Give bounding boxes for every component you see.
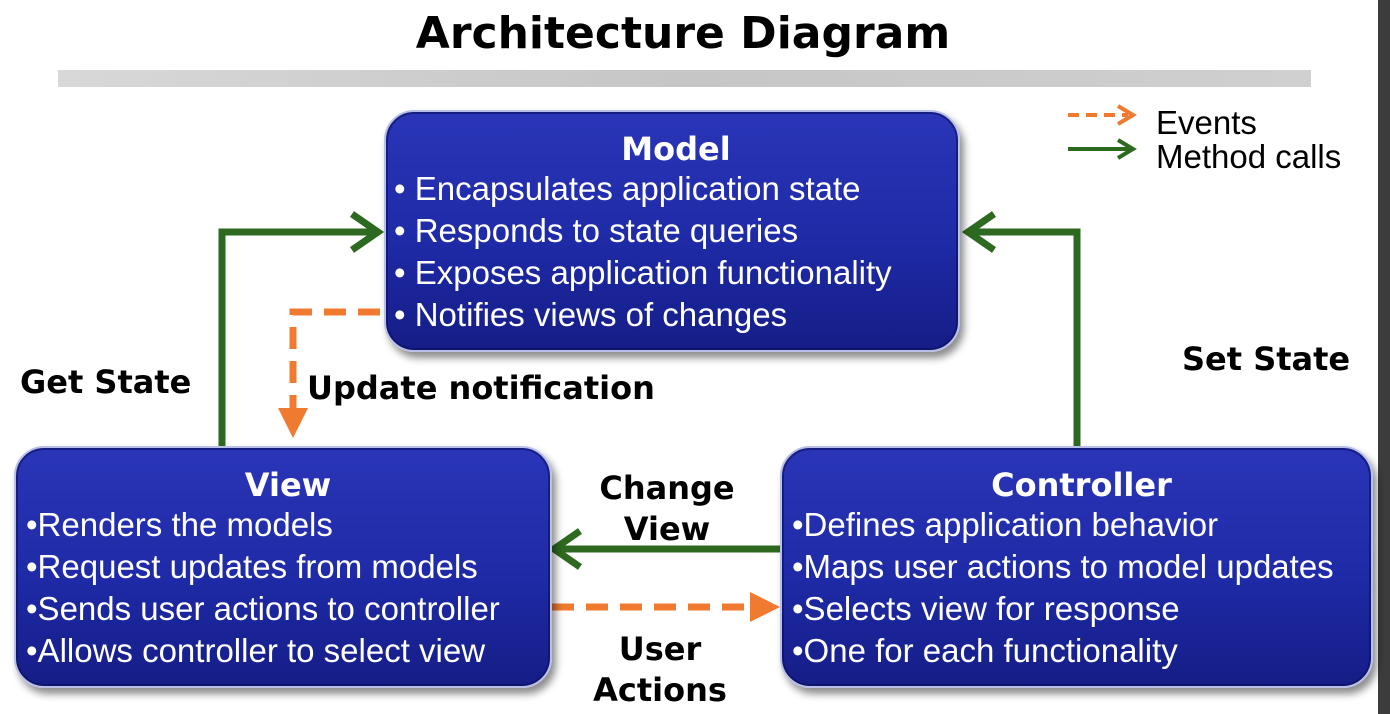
- model-item: • Responds to state queries: [394, 212, 799, 249]
- view-list: •Renders the models •Request updates fro…: [26, 504, 550, 672]
- get-state-label: Get State: [20, 363, 192, 401]
- controller-box: Controller •Defines application behavior…: [780, 446, 1373, 688]
- view-heading: View: [244, 466, 332, 504]
- view-item: •Sends user actions to controller: [26, 590, 500, 627]
- update-notification-arrowhead: [278, 408, 308, 438]
- view-item: •Allows controller to select view: [26, 632, 486, 669]
- controller-list: •Defines application behavior •Maps user…: [792, 504, 1371, 672]
- legend-method-calls-arrow: [1068, 138, 1137, 160]
- legend-method-calls-label: Method calls: [1156, 138, 1342, 175]
- user-actions-label-line1: User: [618, 630, 702, 668]
- model-heading: Model: [621, 130, 731, 168]
- window-edge: [1378, 0, 1390, 714]
- model-item: • Encapsulates application state: [394, 170, 861, 207]
- view-box: View •Renders the models •Request update…: [14, 446, 552, 688]
- model-item: • Exposes application functionality: [394, 254, 892, 291]
- model-box: Model • Encapsulates application state •…: [384, 110, 960, 352]
- title-underline-bar: [58, 70, 1311, 87]
- user-actions-arrowhead: [750, 592, 780, 622]
- change-view-arrow: [547, 528, 780, 570]
- controller-item: •Maps user actions to model updates: [792, 548, 1334, 585]
- controller-heading: Controller: [991, 466, 1172, 504]
- controller-item: •Selects view for response: [792, 590, 1180, 627]
- change-view-label-line2: View: [623, 510, 711, 548]
- update-notification-label: Update notification: [307, 369, 655, 407]
- view-item: •Renders the models: [26, 506, 333, 543]
- update-notification-arrow: [289, 308, 380, 410]
- controller-item: •One for each functionality: [792, 632, 1178, 669]
- set-state-label: Set State: [1182, 340, 1351, 378]
- view-item: •Request updates from models: [26, 548, 478, 585]
- controller-item: •Defines application behavior: [792, 506, 1219, 543]
- user-actions-label-line2: Actions: [593, 671, 727, 709]
- model-item: • Notifies views of changes: [394, 296, 788, 333]
- diagram-title: Architecture Diagram: [415, 8, 951, 59]
- legend-events-arrow: [1068, 104, 1137, 126]
- change-view-label-line1: Change: [599, 469, 735, 507]
- legend-events-label: Events: [1156, 104, 1257, 141]
- model-list: • Encapsulates application state • Respo…: [394, 168, 958, 336]
- get-state-arrow: [218, 211, 385, 446]
- set-state-arrow: [961, 211, 1081, 446]
